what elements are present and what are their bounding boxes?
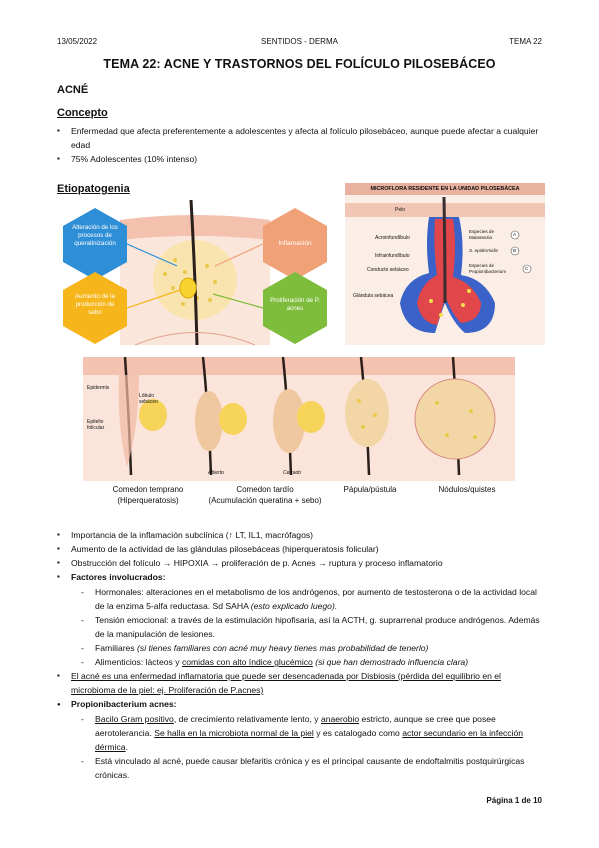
etiopatogenia-heading: Etiopatogenia bbox=[57, 183, 130, 195]
label-abierto: Abierto bbox=[208, 470, 224, 476]
hex-proliferacion-label: Proliferación de P. acnes bbox=[270, 297, 320, 312]
page-header: 13/05/2022 SENTIDOS - DERMA TEMA 22 bbox=[57, 37, 542, 49]
label-glandula: Glándula sebácea bbox=[353, 293, 394, 299]
etiopatogenia-list: Importancia de la inflamación subclínica… bbox=[57, 528, 547, 782]
caption-papula: Pápula/pústula bbox=[343, 485, 397, 494]
header-date: 13/05/2022 bbox=[57, 37, 98, 46]
list-item: Bacilo Gram positivo, de crecimiento rel… bbox=[71, 712, 547, 754]
concepto-heading: Concepto bbox=[57, 107, 108, 119]
section-heading: ACNÉ bbox=[57, 84, 89, 96]
label-epidermidis: S. epidermidis bbox=[469, 248, 499, 253]
list-item: Alimenticios: lácteos y comidas con alto… bbox=[71, 655, 547, 669]
propionibacterium-list: Bacilo Gram positivo, de crecimiento rel… bbox=[71, 712, 547, 782]
hex-inflamacion-label: Inflamación bbox=[278, 240, 312, 247]
marker-b: B bbox=[513, 248, 517, 253]
list-item: Hormonales: alteraciones en el metabolis… bbox=[71, 585, 547, 613]
label-lobulo: Lóbulo sebáceo bbox=[139, 393, 158, 405]
page-title: TEMA 22: ACNE Y TRASTORNOS DEL FOLÍCULO … bbox=[103, 57, 496, 71]
list-item: Importancia de la inflamación subclínica… bbox=[57, 528, 547, 542]
caption-comedon-temprano: Comedon temprano (Hiperqueratosis) bbox=[112, 485, 184, 505]
list-item: 75% Adolescentes (10% intenso) bbox=[57, 152, 547, 166]
list-item: Obstrucción del folículo → HIPOXIA → pro… bbox=[57, 556, 547, 570]
label-epidermis: Epidermis bbox=[87, 385, 110, 391]
microflora-figure: MICROFLORA RESIDENTE EN LA UNIDAD PILOSE… bbox=[345, 183, 545, 345]
list-item: Factores involucrados: Hormonales: alter… bbox=[57, 570, 547, 669]
list-item: Familiares (si tienes familiares con acn… bbox=[71, 641, 547, 655]
concepto-list: Enfermedad que afecta preferentemente a … bbox=[57, 124, 547, 166]
label-pelo: Pelo bbox=[395, 207, 406, 213]
label-cerrado: Cerrado bbox=[283, 470, 302, 476]
hex-queratinizacion-label: Alteración de los procesos de queratiniz… bbox=[72, 224, 118, 247]
hexagon-figure: Alteración de los procesos de queratiniz… bbox=[55, 199, 335, 350]
label-conducto: Conducto sebáceo bbox=[367, 267, 409, 273]
microflora-title: MICROFLORA RESIDENTE EN LA UNIDAD PILOSE… bbox=[345, 183, 545, 195]
caption-comedon-tardio: Comedon tardío (Acumulación queratina + … bbox=[208, 485, 322, 505]
page-number: Página 1 de 10 bbox=[486, 796, 542, 805]
caption-nodulos: Nódulos/quistes bbox=[438, 485, 496, 494]
factores-list: Hormonales: alteraciones en el metabolis… bbox=[71, 585, 547, 669]
list-item: Está vinculado al acné, puede causar ble… bbox=[71, 754, 547, 782]
label-propionibacterium: Especies de Propionibacterium bbox=[469, 263, 507, 274]
marker-a: A bbox=[513, 232, 517, 237]
label-infrainfundibulo: Infrainfundíbulo bbox=[375, 253, 410, 259]
marker-c: C bbox=[525, 266, 529, 271]
hex-sebo-label: Aumento de la producción de sebo bbox=[75, 293, 115, 316]
list-item: Propionibacterium acnes: Bacilo Gram pos… bbox=[57, 697, 547, 782]
label-acroinfundibulo: Acroinfundíbulo bbox=[375, 235, 410, 241]
list-item: El acné es una enfermedad inflamatoria q… bbox=[57, 669, 547, 697]
header-topic: TEMA 22 bbox=[509, 37, 542, 46]
list-item: Enfermedad que afecta preferentemente a … bbox=[57, 124, 547, 152]
label-epitelio: Epitelio folicular bbox=[87, 419, 105, 431]
label-malassezia: Especies de Malassezia bbox=[469, 229, 495, 240]
list-item: Aumento de la actividad de las glándulas… bbox=[57, 542, 547, 556]
header-center: SENTIDOS - DERMA bbox=[261, 37, 338, 46]
lesion-progression-figure: Epidermis Lóbulo sebáceo Epitelio folicu… bbox=[83, 356, 515, 481]
list-item: Tensión emocional: a través de la estimu… bbox=[71, 613, 547, 641]
